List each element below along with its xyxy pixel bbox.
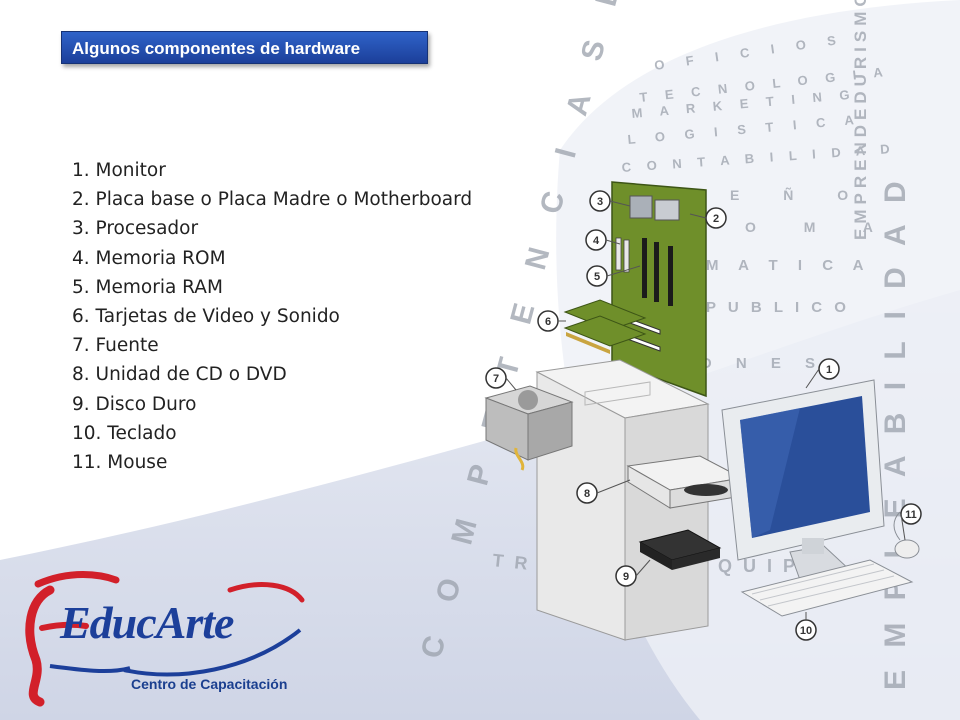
bg-word-diseno: E Ñ O [730,186,868,203]
bg-word-emprendedurismo: EMPRENDEDURISMO [851,0,870,240]
svg-text:2: 2 [713,213,719,225]
logo-name-b: Arte [155,597,235,648]
list-item: 11. Mouse [72,451,168,473]
expansion-cards-icon [563,299,647,354]
logo-name-a: Educ [60,597,157,648]
list-item: 2. Placa base o Placa Madre o Motherboar… [72,189,473,211]
svg-text:7: 7 [493,373,499,385]
bg-word-empleabilidad: E M P L E A B I L I D A D [879,174,912,690]
callout-7: 7 [485,367,507,389]
bg-word-coma: O M A [745,219,895,235]
logo-text: EducArte [60,596,235,649]
svg-text:5: 5 [594,271,600,283]
list-item: 7. Fuente [72,335,159,357]
keyboard-icon [740,559,914,617]
slide-title: Algunos componentes de hardware [61,31,428,64]
motherboard-icon [599,181,707,398]
callout-9: 9 [615,565,637,587]
component-list: 1. Monitor 2. Placa base o Placa Madre o… [72,156,472,477]
svg-text:3: 3 [597,196,603,208]
callout-5: 5 [586,265,608,287]
hard-disk-icon [638,529,722,570]
callout-1: 1 [818,358,840,380]
svg-text:1: 1 [826,364,832,376]
svg-text:10: 10 [800,625,812,637]
bg-word-publico: P U B L I C O [706,299,850,316]
mouse-icon [893,511,920,559]
bg-word-ciones: O N E S [700,355,825,372]
svg-text:6: 6 [545,316,551,328]
logo-subtitle: Centro de Capacitación [131,676,288,692]
callout-3: 3 [589,190,611,212]
power-supply-icon [484,385,574,471]
svg-text:8: 8 [584,488,590,500]
list-item: 10. Teclado [72,422,177,444]
svg-text:9: 9 [623,571,629,583]
callout-6: 6 [537,310,559,332]
cd-drive-icon [626,455,744,509]
bg-word-matica: M A T I C A [706,257,872,274]
callout-10: 10 [795,619,817,641]
callout-8: 8 [576,482,598,504]
list-item: 1. Monitor [72,160,166,181]
callout-11: 11 [900,503,922,525]
list-item: 5. Memoria RAM [72,276,223,298]
list-item: 8. Unidad de CD o DVD [72,364,287,386]
list-item: 3. Procesador [72,218,199,240]
svg-text:11: 11 [905,509,917,521]
callout-2: 2 [705,207,727,229]
bg-word-quip: Q U I P [718,556,798,576]
svg-text:4: 4 [593,235,600,247]
list-item: 9. Disco Duro [72,393,197,415]
callout-4: 4 [585,229,607,251]
list-item: 6. Tarjetas de Video y Sonido [72,305,340,327]
list-item: 4. Memoria ROM [72,247,226,269]
monitor-icon [721,379,885,581]
educarte-logo [25,571,305,707]
